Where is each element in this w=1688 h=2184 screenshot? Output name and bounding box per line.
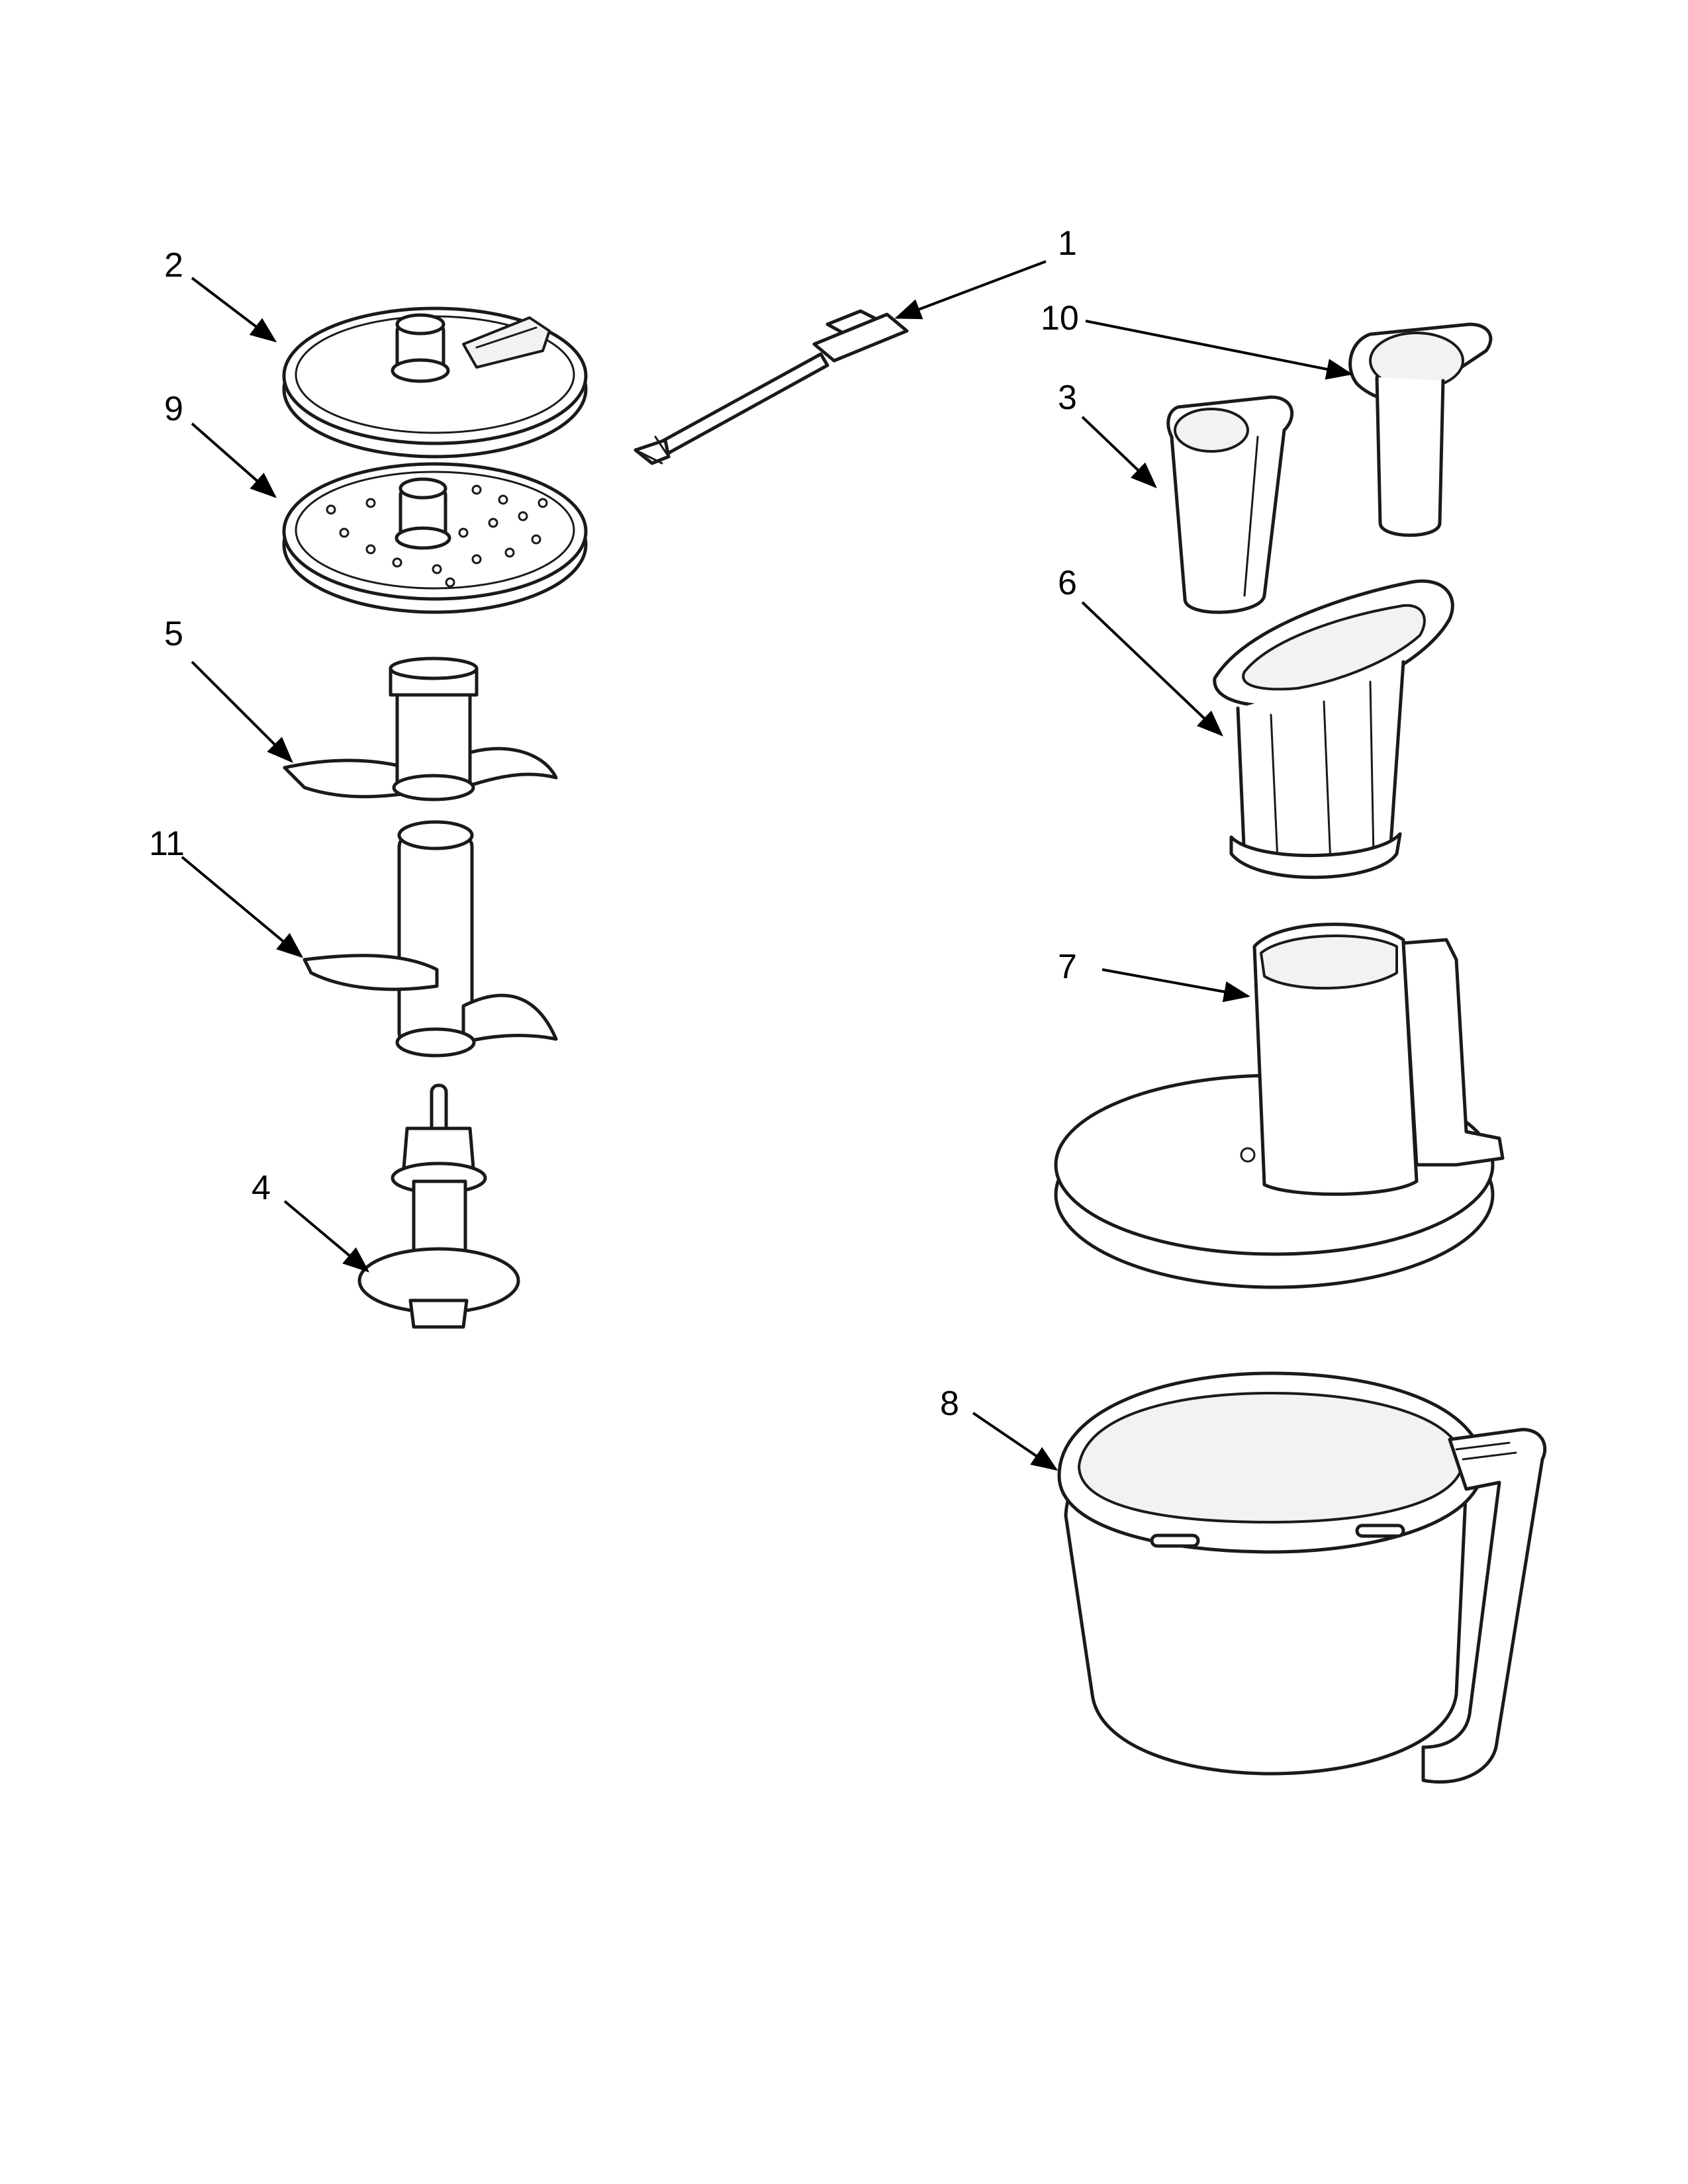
callout-6: 6 bbox=[1058, 564, 1077, 602]
leader-lines bbox=[181, 260, 1353, 1471]
callout-3: 3 bbox=[1058, 379, 1077, 417]
leader-8 bbox=[972, 1412, 1058, 1471]
small-food-pusher bbox=[1348, 322, 1493, 537]
shredding-disc bbox=[282, 462, 588, 614]
leader-1 bbox=[894, 260, 1047, 320]
leader-2 bbox=[191, 277, 277, 343]
medium-food-pusher bbox=[1166, 395, 1294, 614]
callout-5: 5 bbox=[164, 615, 183, 653]
leader-7 bbox=[1102, 968, 1250, 1003]
callout-2: 2 bbox=[164, 246, 183, 285]
slicing-disc bbox=[282, 306, 588, 459]
leader-4 bbox=[283, 1200, 370, 1273]
callout-11: 11 bbox=[149, 825, 185, 863]
work-bowl-lid bbox=[1054, 923, 1505, 1289]
leader-11 bbox=[181, 856, 304, 958]
leader-6 bbox=[1081, 601, 1223, 737]
callout-1: 1 bbox=[1058, 224, 1077, 263]
multipurpose-blade-11 bbox=[303, 820, 558, 1058]
feed-tube-insert bbox=[1213, 579, 1454, 880]
leader-9 bbox=[191, 422, 277, 498]
leader-5 bbox=[191, 660, 293, 763]
callout-10: 10 bbox=[1041, 299, 1079, 338]
leader-3 bbox=[1081, 416, 1157, 488]
shredding-holes bbox=[326, 484, 548, 588]
drive-adapter bbox=[357, 1083, 520, 1329]
callout-4: 4 bbox=[252, 1169, 271, 1207]
multipurpose-blade-5 bbox=[283, 657, 558, 801]
disc-tool bbox=[633, 309, 909, 465]
callout-9: 9 bbox=[164, 390, 183, 428]
work-bowl bbox=[1057, 1371, 1547, 1784]
leader-10 bbox=[1085, 320, 1353, 380]
callout-8: 8 bbox=[940, 1385, 959, 1423]
callout-numbers: 1 2 3 4 5 6 7 8 9 10 11 bbox=[149, 224, 1079, 1423]
callout-7: 7 bbox=[1058, 948, 1077, 986]
